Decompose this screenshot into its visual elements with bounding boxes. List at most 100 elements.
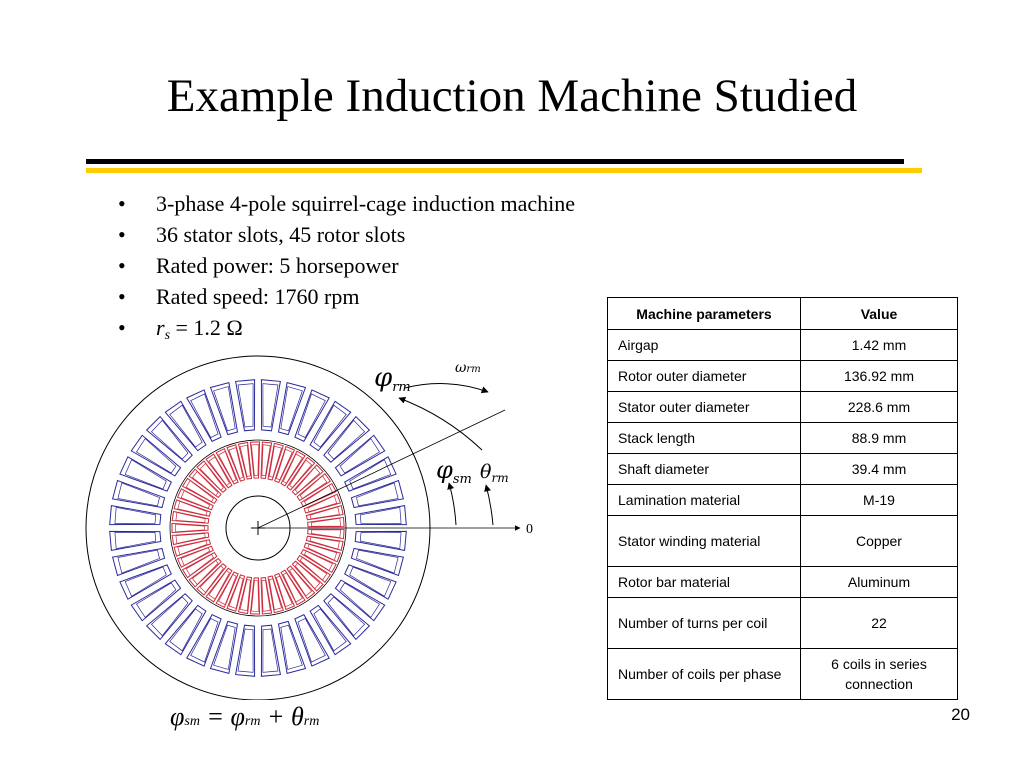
rotor-slot xyxy=(228,577,244,609)
stator-slot xyxy=(235,624,256,677)
table-cell: Lamination material xyxy=(607,484,801,516)
rotor-slot xyxy=(173,499,212,517)
stator-slot xyxy=(190,617,219,663)
table-cell: 1.42 mm xyxy=(800,329,958,361)
stator-slot xyxy=(280,624,303,670)
rotor-slot xyxy=(275,448,293,481)
stator-slot xyxy=(334,579,386,622)
resistance-subscript: s xyxy=(164,328,171,343)
rotor-slot xyxy=(300,482,337,508)
rotor-slot xyxy=(291,464,324,496)
rotor-slot xyxy=(260,441,273,480)
stator-slot xyxy=(237,628,254,673)
rotor-slot xyxy=(176,488,214,511)
rotor-slot xyxy=(218,574,237,606)
motor-cross-section-diagram: φrm ωrm φsm θrm 0 xyxy=(85,355,533,700)
stator-slot xyxy=(359,532,402,550)
stator-slot xyxy=(349,566,392,597)
rotor-slot xyxy=(208,570,230,600)
stator-slot xyxy=(262,383,279,428)
rotor-slot xyxy=(228,447,244,479)
rotor-slot xyxy=(260,576,273,615)
phi-rm-label: φrm xyxy=(374,363,411,395)
stator-slot xyxy=(237,383,254,428)
stator-slot xyxy=(117,549,160,574)
rotor-slot xyxy=(176,545,214,568)
stator-slot xyxy=(309,400,352,452)
rotor-slot xyxy=(268,578,282,611)
eq-op-plus: + xyxy=(260,702,291,731)
rotor-slot xyxy=(310,529,341,539)
bullet-item: Rated speed: 1760 rpm xyxy=(118,281,575,312)
rotor-slot xyxy=(299,557,328,581)
rotor-slot xyxy=(307,528,345,540)
rotor-slot xyxy=(249,577,261,615)
phi-rm-arrow xyxy=(398,396,483,451)
table-row: Number of turns per coil 22 xyxy=(607,597,958,649)
stator-slot xyxy=(130,579,182,622)
rotor-slot xyxy=(251,444,260,476)
omega-rm-arrow xyxy=(404,383,489,394)
rotor-slot xyxy=(181,551,218,579)
stator-slot xyxy=(164,604,207,656)
rotor-slot xyxy=(173,539,212,557)
rotor-slot xyxy=(175,512,206,523)
slide-title: Example Induction Machine Studied xyxy=(166,70,858,122)
rotor-slot xyxy=(305,504,344,521)
stator-slot xyxy=(169,608,203,652)
stator-slot xyxy=(356,549,399,574)
rotor-slot xyxy=(305,535,344,552)
rotor-slot xyxy=(177,540,208,556)
table-row: Stator outer diameter 228.6 mm xyxy=(607,391,958,423)
rotor-slot xyxy=(286,456,316,491)
phi-sm-arrow xyxy=(447,482,457,526)
table-cell: Aluminum xyxy=(800,566,958,598)
stator-slot xyxy=(344,564,397,600)
stator-slot xyxy=(344,456,397,492)
rotor-slot xyxy=(177,500,208,516)
table-cell: Stator winding material xyxy=(607,515,801,567)
rotor-slot xyxy=(307,516,345,528)
stator-slot xyxy=(294,614,330,667)
bullet-item: 36 stator slots, 45 rotor slots xyxy=(118,219,575,250)
rotor-slot xyxy=(175,523,205,533)
rotor-slot xyxy=(303,542,342,563)
table-cell: 88.9 mm xyxy=(800,422,958,454)
rotor-slot xyxy=(275,575,293,608)
omega-rm-label: ωrm xyxy=(455,360,481,376)
stator-slot xyxy=(130,434,182,477)
stator-slot xyxy=(313,404,347,448)
table-cell: Stack length xyxy=(607,422,801,454)
stator-slot xyxy=(297,617,326,663)
rotor-slot xyxy=(303,493,342,514)
stator-slot xyxy=(350,547,405,577)
stator-slot xyxy=(350,479,405,509)
zero-angle-label: 0 xyxy=(526,522,533,537)
table-header-row: Machine parameters Value xyxy=(607,297,958,330)
rotor-slot xyxy=(218,450,237,482)
table-row: Airgap 1.42 mm xyxy=(607,329,958,361)
table-cell: M-19 xyxy=(800,484,958,516)
rotor-slot xyxy=(208,456,230,486)
stator-slot xyxy=(235,379,256,432)
table-cell: 39.4 mm xyxy=(800,453,958,485)
eq-term-2-sub: rm xyxy=(303,714,320,729)
stator-slot xyxy=(213,624,236,670)
stator-slot xyxy=(136,438,177,474)
rotor-slot xyxy=(309,506,340,520)
rotor-slot xyxy=(226,574,246,612)
stator-slot xyxy=(114,506,157,524)
title-rule-yellow xyxy=(86,168,922,173)
stator-slot xyxy=(186,389,222,442)
table-row: Number of coils per phase 6 coils in ser… xyxy=(607,648,958,700)
stator-slot xyxy=(323,415,371,463)
stator-slot xyxy=(354,530,407,551)
stator-slot xyxy=(313,608,347,652)
stator-slot xyxy=(339,582,380,618)
stator-slot xyxy=(209,620,239,675)
eq-op-equals: = xyxy=(199,702,231,731)
table-cell: Copper xyxy=(800,515,958,567)
stator-slot xyxy=(356,482,399,507)
stator-slot xyxy=(119,564,172,600)
eq-lhs: φ xyxy=(170,702,185,731)
